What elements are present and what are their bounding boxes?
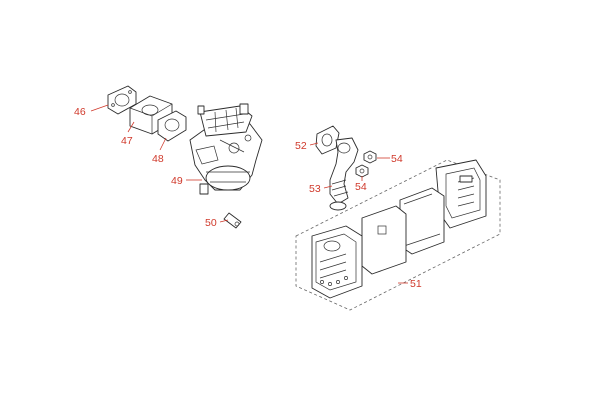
gasket-48 <box>157 110 187 142</box>
leader-53 <box>323 185 333 189</box>
air-filter-base <box>311 225 363 299</box>
nut-54-upper <box>363 150 377 164</box>
carburetor-49 <box>189 103 263 195</box>
nut-54-lower <box>355 164 369 178</box>
paper-filter-element <box>399 187 445 255</box>
leader-46 <box>90 104 109 112</box>
leader-47 <box>127 121 135 133</box>
leader-48 <box>159 137 167 151</box>
callout-52: 52 <box>295 140 307 152</box>
callout-46: 46 <box>74 106 86 118</box>
foam-prefilter <box>361 205 407 275</box>
elbow-53 <box>329 137 359 211</box>
leader-50 <box>219 219 229 223</box>
callout-49: 49 <box>171 175 183 187</box>
callout-48: 48 <box>152 153 164 165</box>
air-filter-assembly-51 <box>295 159 501 311</box>
callout-50: 50 <box>205 217 217 229</box>
leader-52 <box>309 142 319 146</box>
gasket-52 <box>315 125 340 155</box>
callout-53: 53 <box>309 183 321 195</box>
callout-51: 51 <box>410 278 422 290</box>
callout-54-lower: 54 <box>355 181 367 193</box>
callout-54-upper: 54 <box>391 153 403 165</box>
drain-screw-50 <box>223 212 242 229</box>
callout-47: 47 <box>121 135 133 147</box>
